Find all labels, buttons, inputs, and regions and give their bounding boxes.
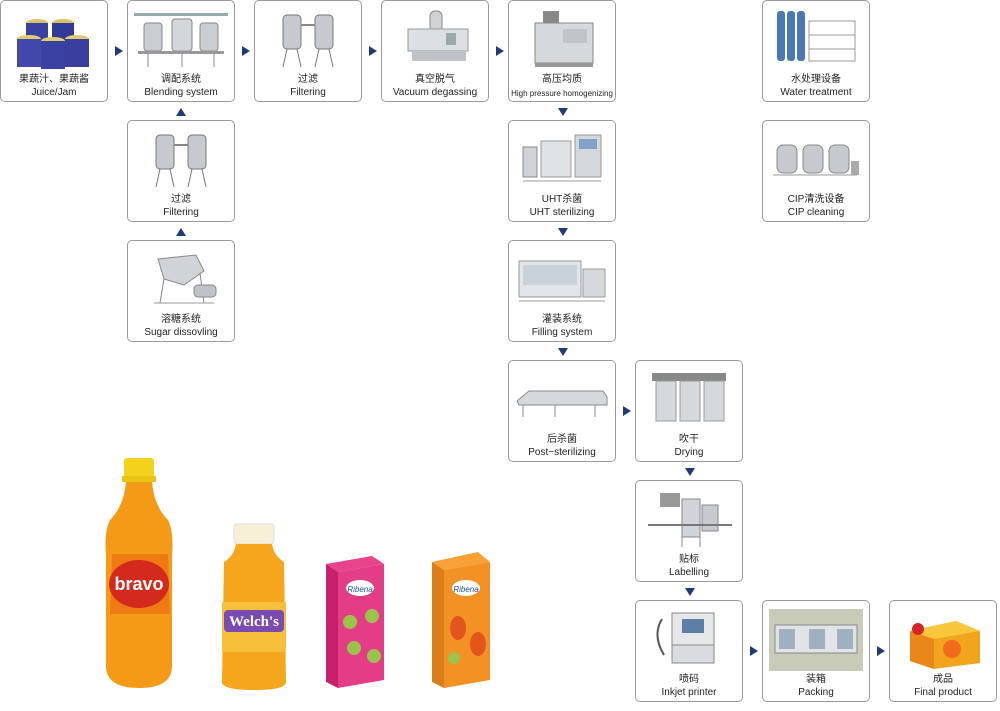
bravo-bottle-image: bravo — [105, 458, 173, 688]
step-label-en: Juice/Jam — [31, 87, 77, 98]
arrow-right-icon — [242, 46, 250, 56]
step-label-cn: UHT杀菌 — [541, 194, 583, 205]
step-label-cn: 后杀菌 — [547, 434, 577, 445]
step-label-en: CIP cleaning — [787, 207, 845, 218]
sugar-dissolver-image — [154, 254, 217, 304]
step-juice-jam: 果蔬汁、果蔬酱 Juice/Jam — [0, 0, 108, 102]
step-uht-sterilizing: UHT杀菌 UHT sterilizing — [508, 120, 616, 222]
step-label-en: Sugar dissovling — [144, 327, 218, 338]
step-label-cn: 贴标 — [679, 554, 699, 565]
cip-tanks-image — [773, 144, 859, 176]
step-post-sterilizing: 后杀菌 Post−sterilizing — [508, 360, 616, 462]
step-blending: 调配系统 Blending system — [127, 0, 235, 102]
step-label-cn: 高压均质 — [542, 74, 582, 85]
ribena-carton-pink-image: Ribena — [326, 556, 384, 688]
filling-machine-image — [518, 260, 606, 302]
step-label-cn: 果蔬汁、果蔬酱 — [19, 74, 89, 85]
step-packing: 装箱 Packing — [762, 600, 870, 702]
ribena-brand-text: Ribena — [347, 585, 373, 594]
step-label-cn: 过滤 — [298, 74, 318, 85]
arrow-down-icon — [558, 348, 568, 356]
step-label-en: Vacuum degassing — [392, 87, 478, 98]
step-water-treatment: 水处理设备 Water treatment — [762, 0, 870, 102]
step-label-en: Inkjet printer — [661, 687, 717, 698]
step-label-en: Filling system — [531, 327, 593, 338]
vacuum-degasser-image — [407, 10, 469, 61]
step-label-en: UHT sterilizing — [529, 207, 595, 218]
arrow-right-icon — [877, 646, 885, 656]
step-label-en: Labelling — [668, 567, 710, 578]
step-label-cn: 灌装系统 — [542, 314, 582, 325]
step-label-en: Drying — [674, 447, 704, 458]
homogenizer-image — [534, 11, 594, 67]
arrow-right-icon — [496, 46, 504, 56]
step-label-en: Packing — [798, 687, 834, 698]
arrow-right-icon — [750, 646, 758, 656]
blending-tanks-image — [134, 13, 228, 67]
step-drying: 吹干 Drying — [635, 360, 743, 462]
step-label-en: High pressure homogenizing — [511, 89, 613, 98]
welchs-brand-text: Welch's — [229, 614, 279, 630]
arrow-right-icon — [623, 406, 631, 416]
arrow-down-icon — [558, 228, 568, 236]
step-label-cn: 调配系统 — [161, 74, 201, 85]
step-filtering-1: 过滤 Filtering — [254, 0, 362, 102]
step-vacuum-degassing: 真空脱气 Vacuum degassing — [381, 0, 489, 102]
step-label-en: Filtering — [163, 207, 199, 218]
step-label-cn: 过滤 — [171, 194, 191, 205]
step-label-cn: 吹干 — [679, 434, 699, 445]
uht-sterilizer-image — [522, 134, 602, 182]
step-label-en: Final product — [914, 687, 972, 698]
step-label-en: Post−sterilizing — [528, 447, 596, 458]
arrow-right-icon — [115, 46, 123, 56]
step-inkjet-printer: 喷码 Inkjet printer — [635, 600, 743, 702]
step-cip-cleaning: CIP清洗设备 CIP cleaning — [762, 120, 870, 222]
dryer-image — [652, 373, 726, 422]
bravo-brand-text: bravo — [114, 574, 163, 594]
filter-image — [282, 14, 334, 68]
juice-box-image — [910, 621, 980, 669]
step-label-en: Blending system — [144, 87, 218, 98]
arrow-down-icon — [685, 468, 695, 476]
labeller-image — [648, 493, 732, 547]
step-label-en: Water treatment — [780, 87, 852, 98]
welchs-bottle-image: Welch's — [222, 523, 286, 690]
step-homogenizing: 高压均质 High pressure homogenizing — [508, 0, 616, 102]
water-treatment-image — [777, 11, 856, 62]
step-label-cn: 喷码 — [679, 674, 699, 685]
step-label-cn: 真空脱气 — [415, 74, 455, 85]
step-label-cn: 装箱 — [806, 674, 826, 685]
arrow-down-icon — [558, 108, 568, 116]
arrow-down-icon — [685, 588, 695, 596]
step-label-cn: 成品 — [933, 674, 953, 685]
arrow-up-icon — [176, 228, 186, 236]
step-labelling: 贴标 Labelling — [635, 480, 743, 582]
packing-machine-image — [769, 609, 863, 671]
arrow-right-icon — [369, 46, 377, 56]
filter-image — [155, 134, 207, 188]
step-filling-system: 灌装系统 Filling system — [508, 240, 616, 342]
ribena-brand-text: Ribena — [453, 585, 479, 594]
step-label-cn: 水处理设备 — [791, 74, 841, 85]
arrow-up-icon — [176, 108, 186, 116]
step-label-en: Filtering — [290, 87, 326, 98]
ribena-carton-orange-image: Ribena — [432, 552, 490, 688]
step-final-product: 成品 Final product — [889, 600, 997, 702]
tunnel-sterilizer-image — [516, 390, 608, 417]
step-label-cn: 溶糖系统 — [161, 314, 201, 325]
step-sugar-dissolving: 溶糖系统 Sugar dissovling — [127, 240, 235, 342]
step-label-cn: CIP清洗设备 — [787, 194, 845, 205]
step-filtering-2: 过滤 Filtering — [127, 120, 235, 222]
inkjet-printer-image — [656, 612, 715, 664]
juice-cans-image — [17, 19, 89, 69]
